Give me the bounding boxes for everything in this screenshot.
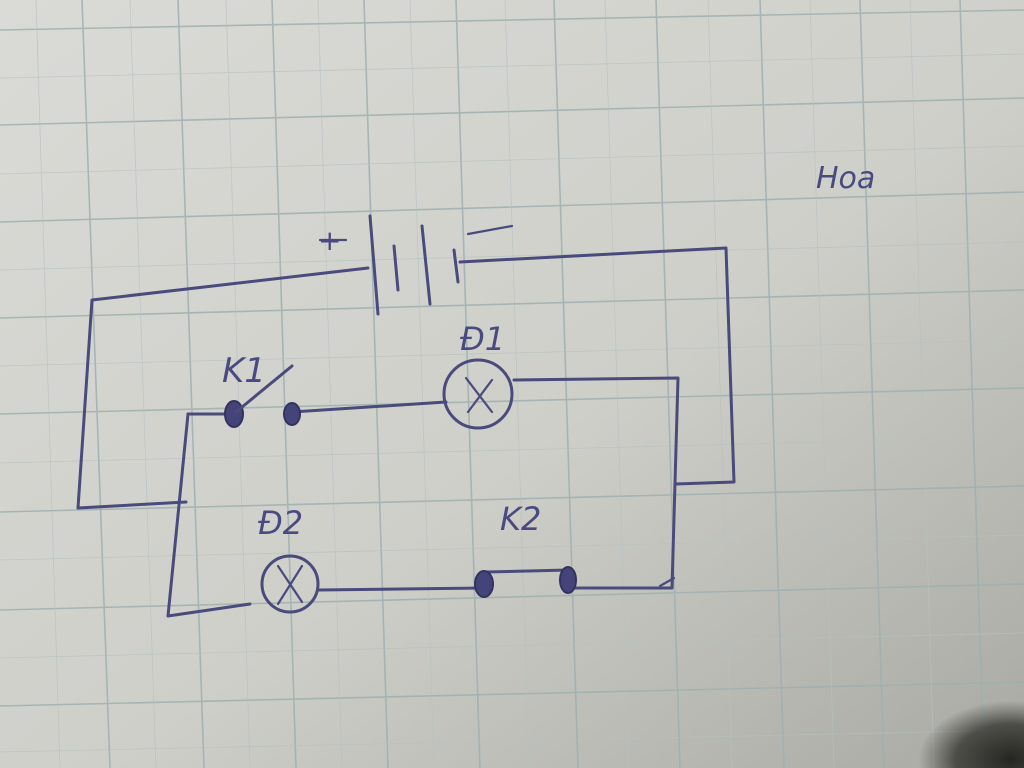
circuit-wires bbox=[76, 246, 736, 618]
k1-label: K1 bbox=[222, 351, 266, 391]
d2-label: Đ2 bbox=[258, 504, 303, 542]
shadow-area bbox=[760, 600, 1024, 768]
corner-note: Hoa bbox=[816, 161, 875, 196]
switch-k1 bbox=[224, 364, 301, 428]
battery-plus-label: + bbox=[318, 224, 341, 257]
lamp-d2 bbox=[260, 554, 320, 614]
switch-k2 bbox=[474, 566, 577, 598]
k2-label: K2 bbox=[500, 500, 541, 538]
lamp-d1 bbox=[442, 358, 514, 430]
d1-label: Đ1 bbox=[460, 320, 505, 358]
battery-symbol bbox=[318, 214, 514, 316]
